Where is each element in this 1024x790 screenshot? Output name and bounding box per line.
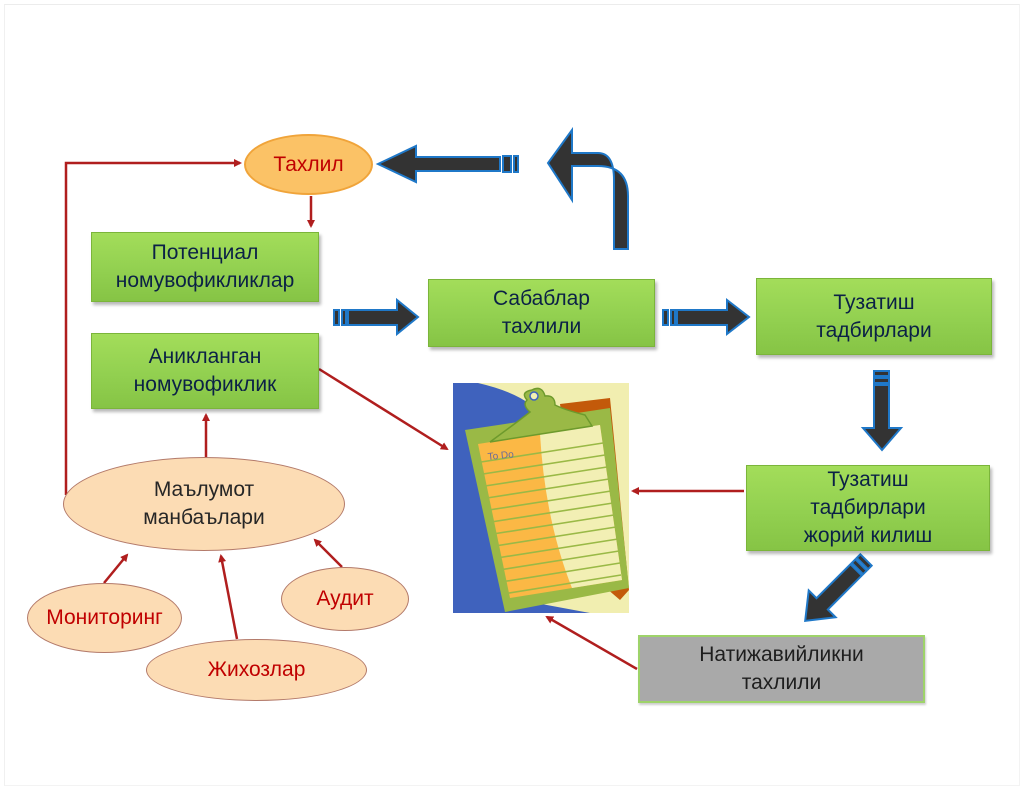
connector-audit-to-sources — [313, 538, 343, 568]
node-equipment: Жихозлар — [146, 639, 367, 701]
node-cause-analysis: Сабаблар тахлили — [428, 279, 655, 347]
node-monitoring: Мониторинг — [27, 583, 182, 653]
node-monitoring-label: Мониторинг — [46, 606, 163, 629]
block-arrow-cause-to-corrective — [662, 297, 751, 337]
node-implement-label: Тузатиш тадбирлари жорий килиш — [803, 468, 933, 547]
node-identified-label: Аникланган номувофиклик — [133, 345, 277, 396]
node-effectiveness-label: Натижавийликни тахлили — [699, 643, 864, 694]
node-equipment-label: Жихозлар — [207, 658, 306, 681]
block-arrow-curved-up — [546, 126, 629, 250]
connector-monitoring-to-sources — [103, 553, 129, 584]
connector-sources-to-tahlil — [64, 159, 242, 495]
node-audit-label: Аудит — [316, 587, 374, 610]
node-effectiveness-analysis: Натижавийликни тахлили — [638, 635, 925, 703]
node-potential-label: Потенциал номувофикликлар — [115, 241, 295, 292]
node-identified-nonconformity: Аникланган номувофиклик — [91, 333, 319, 409]
clipboard-label: To Do — [487, 449, 515, 463]
connector-identified-to-clipboard — [318, 367, 449, 451]
node-tahlil: Тахлил — [244, 134, 373, 195]
connector-effectiveness-to-clipboard — [545, 615, 638, 671]
block-arrow-to-tahlil — [375, 144, 519, 184]
node-implement-corrective-actions: Тузатиш тадбирлари жорий килиш — [746, 465, 990, 551]
connector-equipment-to-sources — [218, 554, 239, 640]
node-tahlil-label: Тахлил — [273, 152, 344, 176]
block-arrow-corrective-to-implement — [860, 370, 904, 452]
node-corrective-label: Тузатиш тадбирлари — [816, 290, 932, 342]
block-arrow-potential-to-cause — [333, 297, 420, 337]
node-corrective-actions: Тузатиш тадбирлари — [756, 278, 992, 355]
node-cause-analysis-label: Сабаблар тахлили — [492, 287, 590, 338]
node-potential-nonconformities: Потенциал номувофикликлар — [91, 232, 319, 302]
node-sources-label: Маълумот манбаълари — [143, 478, 265, 529]
node-information-sources: Маълумот манбаълари — [63, 457, 345, 551]
block-arrow-implement-to-effectiveness — [804, 552, 874, 622]
node-audit: Аудит — [281, 567, 409, 631]
slide-frame — [4, 4, 1020, 786]
clipboard-todo-icon: To Do — [453, 383, 629, 613]
